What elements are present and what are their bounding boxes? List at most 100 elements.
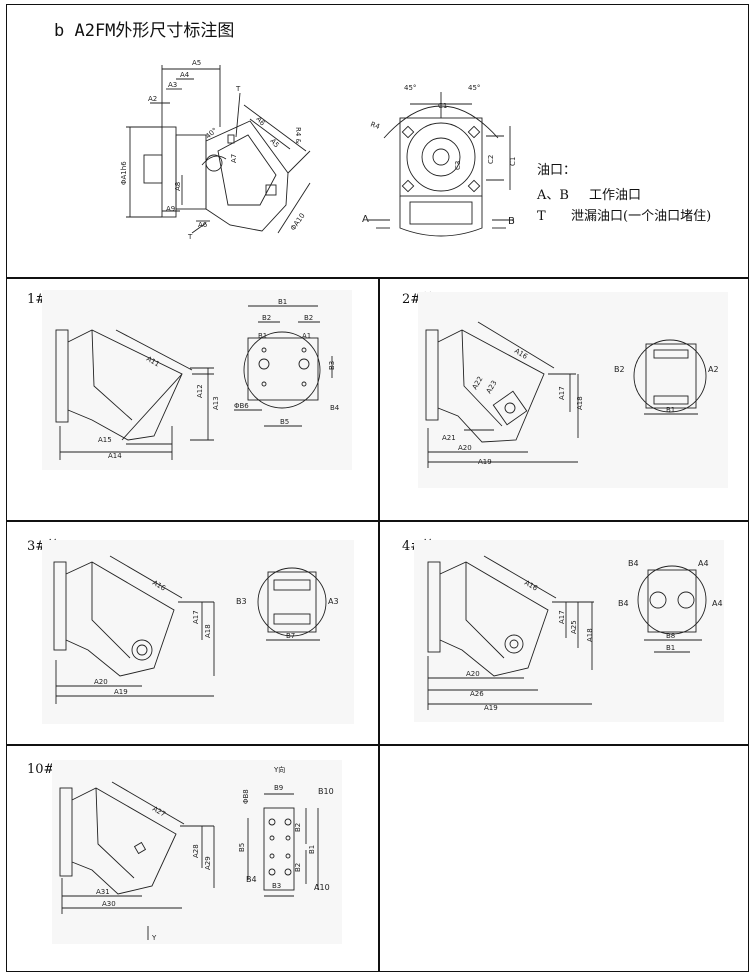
cover1-drawing: A11 A12 A13 A15 A14 B1 B2 B2 B1 A1 B3 B4… <box>55 298 340 460</box>
svg-text:B9: B9 <box>274 784 283 792</box>
oil-port-code-t: T <box>537 209 546 224</box>
svg-text:A10: A10 <box>314 883 330 892</box>
svg-text:A26: A26 <box>470 690 484 698</box>
oil-port-heading: 油口： <box>537 163 577 178</box>
svg-text:B2: B2 <box>294 823 302 832</box>
svg-text:A11: A11 <box>145 355 161 369</box>
svg-text:ΦB8: ΦB8 <box>242 789 250 804</box>
svg-text:B4: B4 <box>618 599 629 608</box>
svg-text:A15: A15 <box>98 436 112 444</box>
svg-text:B8: B8 <box>666 632 675 640</box>
svg-text:A25: A25 <box>570 620 578 634</box>
svg-text:40°: 40° <box>204 126 219 140</box>
svg-text:A17: A17 <box>558 386 566 400</box>
svg-text:A18: A18 <box>204 624 212 638</box>
svg-text:A8: A8 <box>174 182 182 191</box>
svg-text:B: B <box>508 216 515 227</box>
grid-line-h3 <box>6 744 749 746</box>
svg-text:A22: A22 <box>471 375 485 391</box>
svg-text:45°: 45° <box>404 84 416 92</box>
svg-text:A13: A13 <box>212 396 220 410</box>
svg-text:B1: B1 <box>278 298 287 306</box>
svg-text:B4: B4 <box>246 875 257 884</box>
svg-text:A17: A17 <box>558 610 566 624</box>
svg-text:B4: B4 <box>330 404 340 412</box>
svg-text:A3: A3 <box>328 597 339 606</box>
svg-text:A9: A9 <box>166 205 175 213</box>
oil-port-code-ab: A、B <box>537 188 569 203</box>
svg-text:ΦA1h6: ΦA1h6 <box>120 161 128 185</box>
svg-text:A6: A6 <box>254 115 266 128</box>
svg-text:B3: B3 <box>328 361 336 370</box>
svg-text:A20: A20 <box>458 444 472 452</box>
svg-text:C1: C1 <box>438 102 447 110</box>
svg-text:A12: A12 <box>196 384 204 398</box>
svg-text:A6: A6 <box>198 221 208 229</box>
svg-text:Y: Y <box>151 934 157 942</box>
svg-text:A17: A17 <box>192 610 200 624</box>
svg-text:B1: B1 <box>666 406 675 414</box>
svg-text:A4: A4 <box>712 599 723 608</box>
svg-text:B1: B1 <box>258 332 267 340</box>
svg-text:T: T <box>187 233 193 241</box>
svg-text:A2: A2 <box>148 95 157 103</box>
svg-text:A1: A1 <box>302 332 311 340</box>
grid-line-h2 <box>6 520 749 522</box>
cover3-drawing: A16 A17 A18 A20 A19 B3 A3 B7 <box>53 555 339 704</box>
svg-text:R4 &: R4 & <box>294 127 302 145</box>
oil-port-desc-t: 泄漏油口(一个油口堵住) <box>571 209 712 224</box>
svg-text:A29: A29 <box>204 856 212 870</box>
svg-text:45°: 45° <box>468 84 480 92</box>
svg-text:Y向: Y向 <box>273 765 285 774</box>
svg-text:B7: B7 <box>286 632 295 640</box>
outer-frame <box>6 4 749 972</box>
svg-text:T: T <box>235 85 241 93</box>
svg-text:A5: A5 <box>192 59 201 67</box>
svg-text:A20: A20 <box>466 670 480 678</box>
svg-text:A4: A4 <box>698 559 709 568</box>
svg-text:C3: C3 <box>454 161 462 170</box>
oil-port-legend: 油口： A、B 工作油口 T 泄漏油口(一个油口堵住) <box>537 160 711 227</box>
grid-line-v <box>378 277 380 972</box>
svg-text:B2: B2 <box>294 863 302 872</box>
svg-text:A5: A5 <box>268 137 280 149</box>
svg-text:R4: R4 <box>369 120 381 131</box>
svg-text:A30: A30 <box>102 900 116 908</box>
svg-text:ΦA10: ΦA10 <box>289 212 307 232</box>
svg-text:A16: A16 <box>523 579 539 593</box>
main-front-view-drawing: 45° 45° C1 R4 C2 C3 C1 A B <box>362 84 517 237</box>
svg-text:B3: B3 <box>236 597 247 606</box>
cover10-drawing: A27 A28 A29 A31 A30 Y向 ΦB8 B9 B10 B5 B2 … <box>59 765 334 942</box>
svg-text:B3: B3 <box>272 882 281 890</box>
oil-port-desc-ab: 工作油口 <box>589 188 642 203</box>
svg-text:B2: B2 <box>304 314 313 322</box>
svg-text:C2: C2 <box>487 155 495 164</box>
svg-text:A19: A19 <box>478 458 492 466</box>
svg-text:B1: B1 <box>666 644 675 652</box>
svg-text:A4: A4 <box>180 71 190 79</box>
svg-text:A2: A2 <box>708 365 719 374</box>
svg-text:A20: A20 <box>94 678 108 686</box>
cover4-drawing: A16 A17 A25 A18 A20 A26 A19 B4 A4 B4 A4 … <box>427 555 723 712</box>
cover2-drawing: A16 A17 A18 A22 A23 A21 A20 A19 B2 A2 B1 <box>425 321 719 468</box>
svg-text:C1: C1 <box>509 157 517 166</box>
svg-text:B4: B4 <box>628 559 639 568</box>
svg-text:A16: A16 <box>151 579 167 593</box>
svg-text:A19: A19 <box>484 704 498 712</box>
svg-text:B2: B2 <box>262 314 271 322</box>
cover2-paper <box>418 292 728 488</box>
svg-text:B5: B5 <box>238 843 246 852</box>
svg-text:B5: B5 <box>280 418 289 426</box>
page-title: b A2FM外形尺寸标注图 <box>54 21 235 41</box>
svg-text:A31: A31 <box>96 888 110 896</box>
svg-text:A27: A27 <box>151 805 167 819</box>
svg-text:A18: A18 <box>576 396 584 410</box>
svg-text:A23: A23 <box>485 379 499 395</box>
svg-text:A7: A7 <box>230 154 238 163</box>
svg-text:A28: A28 <box>192 844 200 858</box>
svg-text:A: A <box>362 214 369 225</box>
svg-text:A21: A21 <box>442 434 456 442</box>
svg-text:A14: A14 <box>108 452 122 460</box>
svg-text:B1: B1 <box>308 845 316 854</box>
svg-text:A18: A18 <box>586 628 594 642</box>
